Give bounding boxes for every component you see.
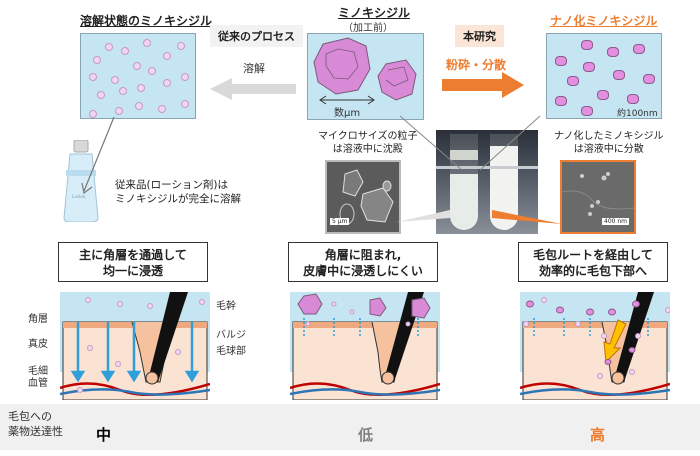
nano-particle-sem-icon (561, 172, 635, 216)
panel3-bubble: 毛包ルートを経由して 効率的に毛包下部へ (518, 242, 668, 282)
panel1-bubble: 主に角層を通過して 均一に浸透 (58, 242, 208, 282)
test-tube-photo (436, 130, 538, 234)
research-arrow-icon (442, 72, 524, 98)
lotion-caption: 従来品(ローション剤)は ミノキシジルが完全に溶解 (115, 179, 241, 205)
label-capillary: 毛細 血管 (28, 366, 48, 389)
dissolve-arrow-icon (210, 78, 296, 100)
connector-lines (397, 115, 562, 224)
nano-minoxidil-title: ナノ化ミノキシジル (550, 14, 658, 28)
follicle-route-arrow-icon (603, 319, 627, 364)
delivery-level-dissolved: 中 (96, 426, 112, 444)
dissolved-state-title: 溶解状態のミノキシジル (80, 14, 213, 28)
nano-solution-box: 約100nm (546, 33, 662, 119)
nano-size-label: 約100nm (617, 109, 658, 119)
micro-size-label: 数μm (334, 108, 361, 119)
minoxidil-title: ミノキシジル (338, 6, 411, 20)
conventional-process-callout: 従来のプロセス (210, 25, 303, 47)
pointer-line (81, 117, 115, 195)
label-hair-bulb: 毛球部 (216, 346, 246, 357)
skin-diagram-dissolved (60, 292, 210, 400)
micro-crystal-sem-icon (339, 169, 394, 225)
micro-precipitate-caption: マイクロサイズの粒子 は溶液中に沈殿 (318, 131, 418, 155)
delivery-level-nano: 高 (590, 426, 606, 444)
this-research-callout: 本研究 (455, 25, 504, 47)
skin-diagram-nano (520, 292, 670, 400)
delivery-bar (0, 404, 700, 450)
lotion-text: Lotion (72, 195, 86, 200)
sem-nano-image: 400 nm (560, 160, 636, 234)
pulverize-disperse-label: 粉砕・分散 (446, 58, 507, 72)
label-bulge: バルジ (216, 330, 246, 341)
label-hair-shaft: 毛幹 (216, 301, 236, 312)
label-dermis: 真皮 (28, 339, 48, 350)
panel2-bubble: 角層に阻まれ, 皮膚中に浸透しにくい (288, 242, 438, 282)
microparticle-crystals-icon (313, 37, 417, 105)
sem-nano-scale: 400 nm (602, 218, 630, 225)
sem-micro-image: 5 μm (325, 160, 401, 234)
unprocessed-subtitle: （加工前） (343, 23, 393, 34)
dissolved-solution-box (80, 33, 196, 119)
label-stratum-corneum: 角層 (28, 314, 48, 325)
dissolve-label: 溶解 (243, 62, 265, 75)
lotion-bottle-icon: Lotion (63, 140, 99, 222)
nano-disperse-caption: ナノ化したミノキシジル は溶液中に分散 (554, 131, 664, 155)
delivery-label: 毛包への 薬物送達性 (8, 410, 63, 438)
raw-minoxidil-box: 数μm (307, 33, 424, 120)
delivery-level-micro: 低 (358, 426, 374, 444)
skin-diagram-micro (290, 292, 440, 400)
sem-micro-scale: 5 μm (330, 218, 350, 225)
